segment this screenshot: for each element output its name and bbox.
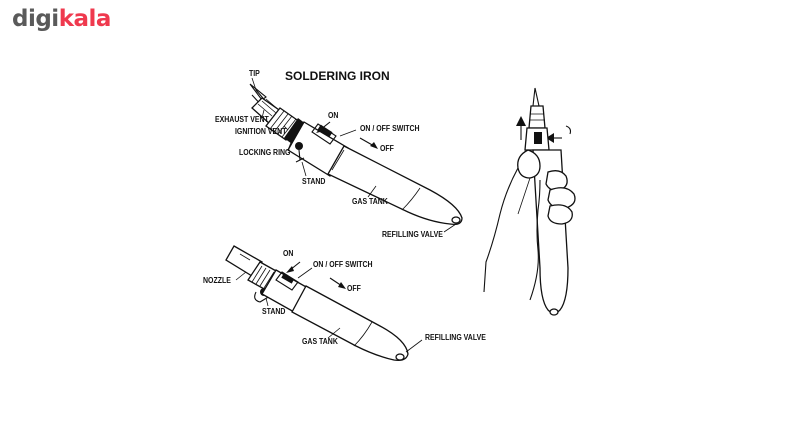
label-stand-top: STAND <box>302 176 326 186</box>
label-refilling-valve-bottom: REFILLING VALVE <box>425 332 486 342</box>
hand-holding-iron-illustration <box>483 87 576 316</box>
logo-part-gray: digi <box>12 6 59 32</box>
label-nozzle: NOZZLE <box>203 275 231 285</box>
bottom-iron-illustration <box>225 245 409 362</box>
logo-part-red: kala <box>58 6 112 32</box>
label-on-top: ON <box>328 110 339 120</box>
top-iron-illustration <box>249 83 463 226</box>
label-switch-bottom: ON / OFF SWITCH <box>313 259 373 269</box>
label-on-bottom: ON <box>283 248 294 258</box>
label-gas-tank-bottom: GAS TANK <box>302 336 338 346</box>
label-locking-ring: LOCKING RING <box>239 147 290 157</box>
label-off-bottom: OFF <box>347 283 361 293</box>
label-off-top: OFF <box>380 143 394 153</box>
diagram-title: SOLDERING IRON <box>285 69 390 83</box>
label-exhaust-vent: EXHAUST VENT <box>215 114 269 124</box>
label-gas-tank-top: GAS TANK <box>352 196 388 206</box>
label-switch-top: ON / OFF SWITCH <box>360 123 420 133</box>
label-refilling-valve-top: REFILLING VALVE <box>382 229 443 239</box>
label-stand-bottom: STAND <box>262 306 286 316</box>
label-tip: TIP <box>249 68 260 78</box>
label-ignition-vent: IGNITION VENT <box>235 126 287 136</box>
digikala-logo[interactable]: digikala <box>12 6 111 32</box>
